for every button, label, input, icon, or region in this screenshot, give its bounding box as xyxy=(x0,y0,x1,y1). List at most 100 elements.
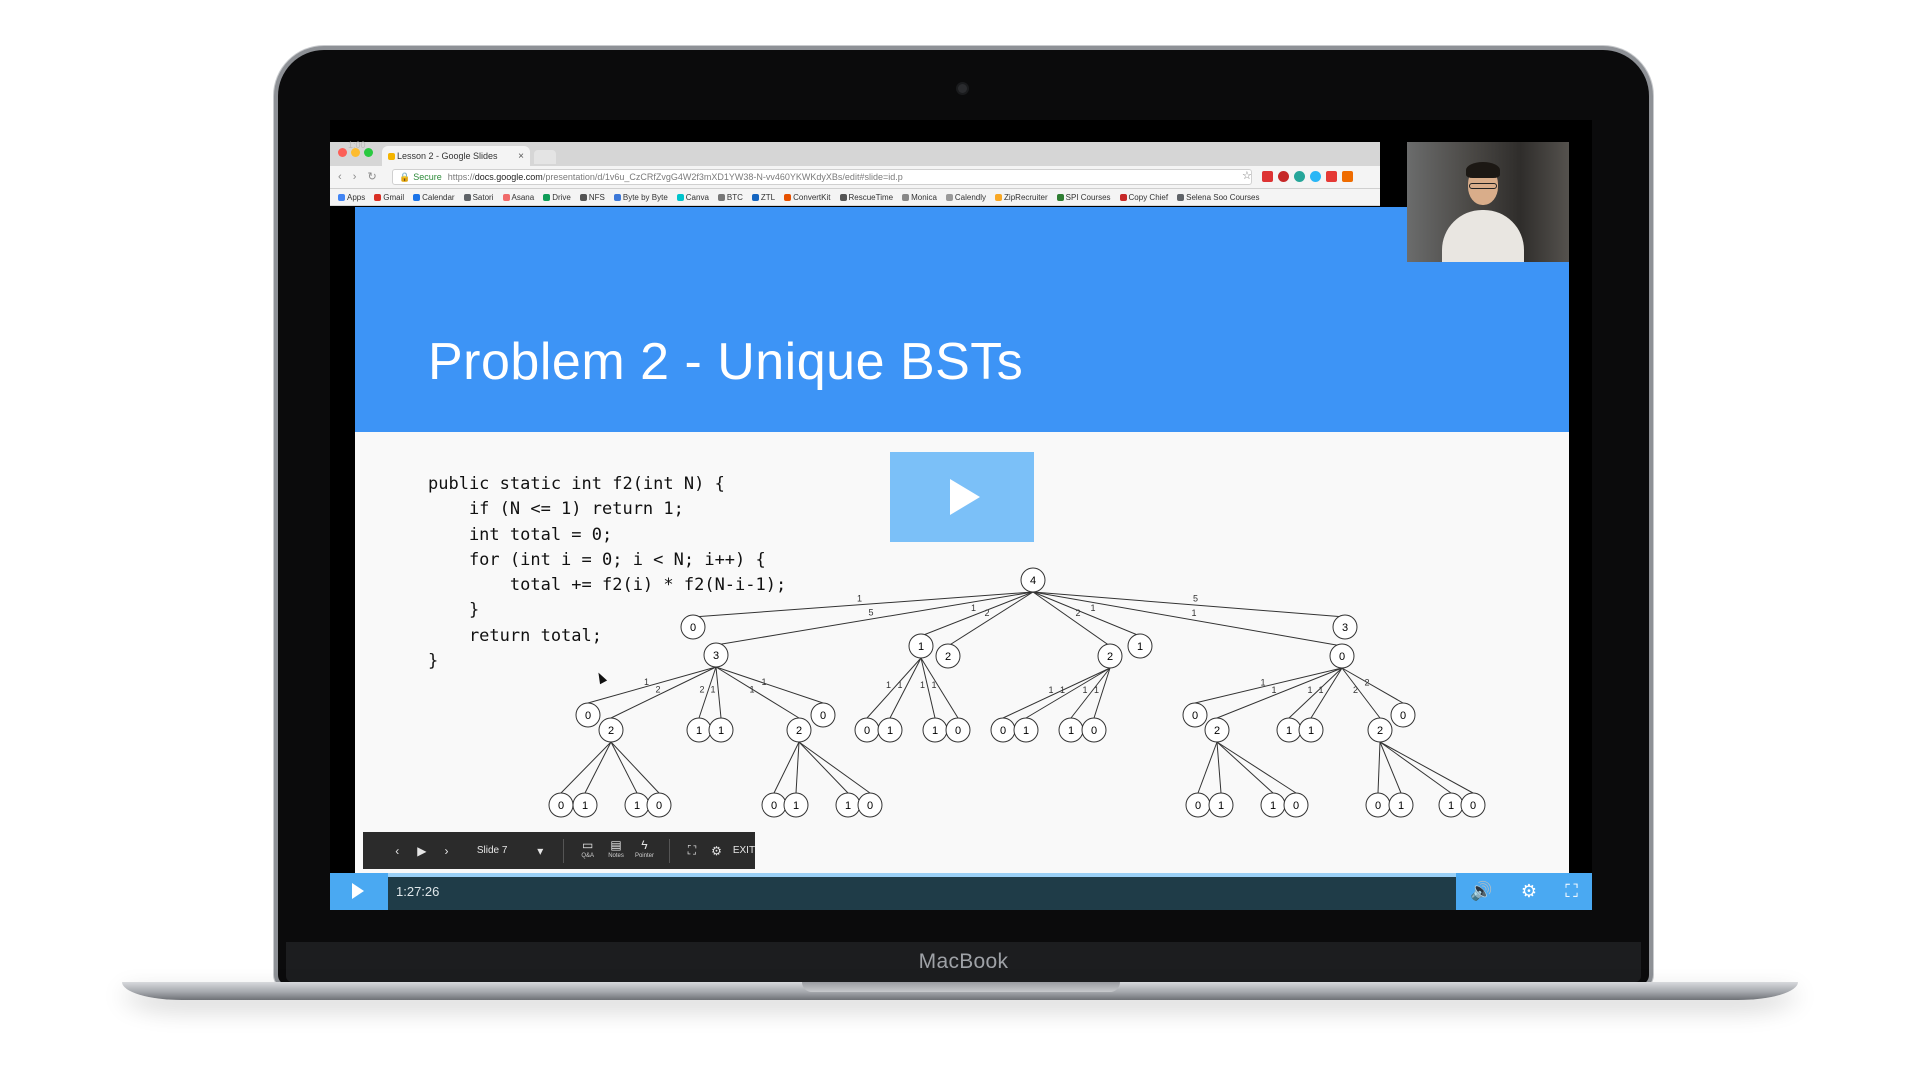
exit-button[interactable]: EXIT xyxy=(732,845,756,856)
svg-text:0: 0 xyxy=(558,800,564,812)
autoplay-button[interactable]: ▶ xyxy=(417,843,427,858)
extension-icon[interactable] xyxy=(1278,171,1289,182)
bookmark-star-icon[interactable]: ☆ xyxy=(1242,170,1252,182)
chat-icon: ▭ xyxy=(582,837,594,852)
tree-node: 2 xyxy=(935,643,961,669)
tree-node: 0 xyxy=(1283,792,1309,818)
fullscreen-icon[interactable]: ⛶ xyxy=(687,843,697,857)
slide-title: Problem 2 - Unique BSTs xyxy=(428,333,1024,391)
svg-text:0: 0 xyxy=(1195,800,1201,812)
svg-text:0: 0 xyxy=(656,800,662,812)
bookmark-label: Satori xyxy=(472,192,494,202)
bookmark-label: SPI Courses xyxy=(1065,192,1111,202)
slides-favicon-icon xyxy=(388,152,395,160)
bookmark-favicon-icon xyxy=(463,193,471,201)
tree-edge xyxy=(1341,667,1404,704)
bookmark-item[interactable]: ConvertKit xyxy=(784,193,831,202)
nav-buttons[interactable]: ‹ › ↻ xyxy=(338,171,381,183)
tree-edge xyxy=(798,741,871,794)
extension-icon[interactable] xyxy=(1310,171,1321,182)
bookmark-item[interactable]: RescueTime xyxy=(839,193,893,202)
tree-edge-label: 1 xyxy=(1192,608,1197,618)
secure-label: Secure xyxy=(413,172,442,182)
bookmark-item[interactable]: Asana xyxy=(502,193,534,202)
bookmark-item[interactable]: Drive xyxy=(543,193,571,202)
bookmark-item[interactable]: BTC xyxy=(717,192,743,202)
svg-text:3: 3 xyxy=(1342,622,1348,634)
bookmark-label: Apps xyxy=(347,192,366,202)
video-progress-track[interactable] xyxy=(388,873,1456,877)
tree-edge-label: 1 xyxy=(1319,685,1324,695)
bookmark-favicon-icon xyxy=(995,193,1003,201)
bookmark-item[interactable]: ZipRecruiter xyxy=(995,193,1048,202)
tree-node: 0 xyxy=(548,792,574,818)
tree-edge xyxy=(692,591,1034,618)
bookmark-item[interactable]: Selena Soo Courses xyxy=(1177,193,1260,202)
chevron-down-icon[interactable]: ▾ xyxy=(537,843,544,858)
tab-close-icon[interactable]: × xyxy=(518,150,524,162)
tree-edge-label: 1 xyxy=(857,594,862,604)
prev-slide-button[interactable]: ‹ xyxy=(395,843,400,858)
svg-text:1: 1 xyxy=(696,725,702,737)
tree-node: 0 xyxy=(1390,702,1416,728)
tree-node: 1 xyxy=(708,717,734,743)
minimize-window-icon[interactable] xyxy=(351,148,360,157)
bookmark-label: ZTL xyxy=(760,192,776,202)
bookmark-label: Drive xyxy=(552,192,571,202)
bookmark-label: BTC xyxy=(726,192,743,202)
bookmark-item[interactable]: Gmail xyxy=(374,193,404,202)
tree-edge xyxy=(1379,741,1474,794)
notes-button[interactable]: ▤Notes xyxy=(602,839,630,862)
tree-edge xyxy=(698,666,717,719)
new-tab-button[interactable] xyxy=(534,150,556,164)
bookmark-item[interactable]: Monica xyxy=(902,193,937,202)
svg-text:2: 2 xyxy=(1377,725,1383,737)
bookmark-item[interactable]: NFS xyxy=(579,193,605,202)
tree-edge-label: 1 xyxy=(932,680,937,690)
tree-edge-label: 1 xyxy=(1094,685,1099,695)
slide-number-label[interactable]: Slide 7 xyxy=(476,845,508,856)
tree-node: 2 xyxy=(598,717,624,743)
video-timestamp: 1:27:26 xyxy=(396,884,440,899)
next-slide-button[interactable]: › xyxy=(444,843,449,858)
bookmark-item[interactable]: Canva xyxy=(676,193,709,202)
tree-node: 0 xyxy=(857,792,883,818)
bookmark-item[interactable]: Calendly xyxy=(945,193,986,202)
extension-icon[interactable] xyxy=(1294,171,1305,182)
bookmark-item[interactable]: Apps xyxy=(338,193,365,202)
bookmark-favicon-icon xyxy=(413,193,421,201)
bookmark-item[interactable]: SPI Courses xyxy=(1056,192,1111,202)
bookmark-item[interactable]: Satori xyxy=(463,192,494,202)
tree-edge-label: 2 xyxy=(1076,608,1081,618)
svg-text:1: 1 xyxy=(1137,641,1143,653)
settings-gear-icon[interactable]: ⚙ xyxy=(1520,881,1537,901)
browser-tab[interactable]: Lesson 2 - Google Slides × xyxy=(382,146,530,166)
fullscreen-icon[interactable]: ⛶ xyxy=(1565,881,1578,901)
laptop-base-notch xyxy=(802,982,1120,992)
tree-edge-label: 1 xyxy=(898,680,903,690)
bookmark-item[interactable]: Copy Chief xyxy=(1119,192,1169,202)
extension-icon[interactable] xyxy=(1342,171,1353,182)
lock-icon: 🔒 xyxy=(399,171,411,182)
bookmark-item[interactable]: Byte by Byte xyxy=(613,193,668,202)
close-window-icon[interactable] xyxy=(338,148,347,157)
bookmark-label: Copy Chief xyxy=(1128,192,1169,202)
extension-icon[interactable] xyxy=(1326,171,1337,182)
tree-node: 2 xyxy=(1204,717,1230,743)
gear-icon[interactable]: ⚙ xyxy=(711,843,722,858)
extension-icon[interactable] xyxy=(1262,171,1273,182)
bookmark-item[interactable]: ZTL xyxy=(751,192,776,202)
timer-badge: 1:00 xyxy=(348,140,366,150)
tree-edge xyxy=(1032,591,1111,647)
qa-button[interactable]: ▭Q&A xyxy=(573,837,601,862)
svg-text:0: 0 xyxy=(1091,725,1097,737)
volume-icon[interactable]: 🔊 xyxy=(1470,881,1493,901)
svg-text:1: 1 xyxy=(1023,725,1029,737)
bookmark-item[interactable]: Calendar xyxy=(413,193,455,202)
maximize-window-icon[interactable] xyxy=(364,148,373,157)
svg-text:0: 0 xyxy=(820,710,826,722)
bookmark-favicon-icon xyxy=(717,193,725,201)
url-input[interactable]: 🔒 Secure https:// docs.google.com /prese… xyxy=(392,169,1252,185)
tree-node: 1 xyxy=(783,792,809,818)
